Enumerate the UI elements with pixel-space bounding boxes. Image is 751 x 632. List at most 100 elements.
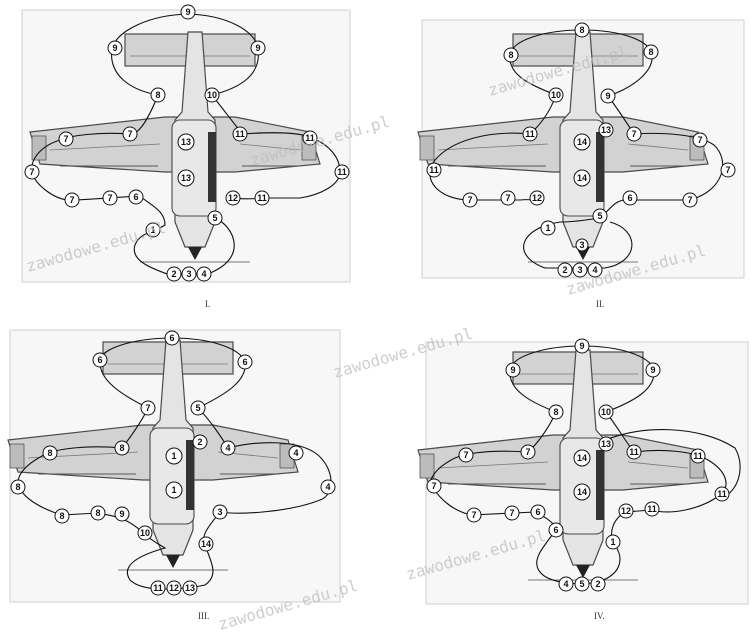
panel-1-num: 12 — [228, 193, 238, 203]
panel-1-num: 7 — [69, 195, 74, 205]
panel-3-num: 4 — [225, 443, 230, 453]
panel-1-center: 13 — [181, 137, 191, 147]
panel-1-num: 7 — [63, 134, 68, 144]
panel-3-num: 8 — [47, 448, 52, 458]
panel-2-center: 14 — [577, 137, 587, 147]
panel-3-num: 8 — [59, 511, 64, 521]
panel-1: 9 9 9 8 10 7 7 7 7 7 6 1 5 11 11 11 12 1… — [21, 4, 351, 309]
panel-4-num: 7 — [471, 510, 476, 520]
panel-1-num: 11 — [257, 193, 267, 203]
panel-3-num: 8 — [119, 443, 124, 453]
panel-4-num: 6 — [553, 525, 558, 535]
panel-3-nose: 13 — [185, 583, 195, 593]
panel-1-num: 11 — [337, 167, 347, 177]
panel-4-center: 14 — [577, 487, 587, 497]
panel-4-num: 9 — [579, 341, 584, 351]
panel-4-num: 9 — [650, 365, 655, 375]
panel-4-nose: 4 — [563, 579, 568, 589]
panel-3-num: 5 — [195, 403, 200, 413]
panel-3-num: 9 — [119, 509, 124, 519]
panel-1-label: I. — [205, 299, 210, 309]
panel-1-num: 7 — [29, 167, 34, 177]
panel-3-center: 1 — [171, 451, 176, 461]
panel-4-num: 11 — [693, 451, 703, 461]
panel-2-num: 7 — [467, 195, 472, 205]
panel-2-num: 3 — [579, 240, 584, 250]
panel-1-nose: 3 — [186, 269, 191, 279]
panel-3-num: 8 — [15, 482, 20, 492]
panel-4-num: 7 — [525, 447, 530, 457]
panel-2-nose: 4 — [592, 265, 597, 275]
panel-3-nose: 11 — [153, 583, 163, 593]
panel-3-num: 4 — [293, 448, 298, 458]
panel-4-nose: 5 — [579, 579, 584, 589]
panel-1-nose: 2 — [171, 269, 176, 279]
panel-1-num: 6 — [133, 192, 138, 202]
panel-2-num: 6 — [627, 193, 632, 203]
panel-3-num: 8 — [95, 508, 100, 518]
panel-1-num: 8 — [155, 90, 160, 100]
panel-3-num: 6 — [97, 355, 102, 365]
panel-1-num: 9 — [255, 43, 260, 53]
panel-2: 8 8 8 10 9 11 7 7 7 7 7 7 11 12 5 6 1 3 … — [417, 19, 745, 309]
panel-3-num: 3 — [217, 507, 222, 517]
panel-3-num: 10 — [140, 528, 150, 538]
panel-2-center: 13 — [601, 125, 611, 135]
panel-1-num: 7 — [127, 129, 132, 139]
panel-2-num: 7 — [687, 195, 692, 205]
panel-1-num: 7 — [107, 193, 112, 203]
panel-3-num: 4 — [325, 482, 330, 492]
panel-2-num: 8 — [579, 25, 584, 35]
panel-1-num: 11 — [305, 133, 315, 143]
panel-2-num: 11 — [429, 165, 439, 175]
panel-1-num: 1 — [150, 225, 155, 235]
panel-2-center: 14 — [577, 173, 587, 183]
panel-3-nose: 12 — [169, 583, 179, 593]
panel-3-num: 6 — [242, 357, 247, 367]
panel-2-nose: 3 — [577, 265, 582, 275]
panel-2-num: 7 — [697, 135, 702, 145]
panel-4: 9 9 9 8 10 11 11 11 7 7 7 7 7 6 6 12 11 … — [417, 338, 749, 621]
panel-3-num: 14 — [201, 539, 211, 549]
panel-3-label: III. — [198, 611, 209, 621]
panel-2-num: 11 — [525, 129, 535, 139]
panel-4-center: 14 — [577, 453, 587, 463]
panel-4-num: 9 — [510, 365, 515, 375]
panel-2-num: 7 — [505, 193, 510, 203]
panel-4-num: 11 — [717, 489, 727, 499]
panel-2-num: 8 — [648, 47, 653, 57]
panel-3-num: 2 — [197, 437, 202, 447]
panel-4-nose: 2 — [595, 579, 600, 589]
panel-4-num: 11 — [647, 504, 657, 514]
panel-3: 6 6 6 7 5 2 4 4 4 8 8 8 8 9 10 3 14 8 1 … — [7, 329, 341, 621]
panel-4-num: 7 — [509, 508, 514, 518]
panel-4-num: 11 — [629, 447, 639, 457]
panel-2-num: 9 — [605, 91, 610, 101]
panel-1-center: 13 — [181, 173, 191, 183]
panel-3-num: 6 — [169, 333, 174, 343]
panel-1-nose: 4 — [201, 269, 206, 279]
panel-4-center: 13 — [601, 439, 611, 449]
panel-2-num: 7 — [631, 129, 636, 139]
panel-2-num: 8 — [508, 50, 513, 60]
panel-4-num: 7 — [463, 450, 468, 460]
panel-2-num: 12 — [532, 193, 542, 203]
panel-2-num: 1 — [545, 223, 550, 233]
panel-1-num: 11 — [235, 129, 245, 139]
panel-1-num: 9 — [112, 43, 117, 53]
panel-2-num: 7 — [725, 165, 730, 175]
panel-4-num: 1 — [610, 537, 615, 547]
panel-2-num: 10 — [551, 90, 561, 100]
panel-2-nose: 2 — [562, 265, 567, 275]
panel-1-num: 9 — [185, 7, 190, 17]
panel-2-num: 5 — [597, 211, 602, 221]
panel-4-num: 8 — [553, 407, 558, 417]
panel-4-num: 12 — [621, 506, 631, 516]
panel-3-num: 7 — [145, 403, 150, 413]
panel-4-label: IV. — [594, 611, 605, 621]
panel-4-num: 10 — [601, 407, 611, 417]
panel-1-num: 10 — [207, 90, 217, 100]
panel-3-center: 1 — [171, 485, 176, 495]
panel-4-num: 6 — [535, 507, 540, 517]
